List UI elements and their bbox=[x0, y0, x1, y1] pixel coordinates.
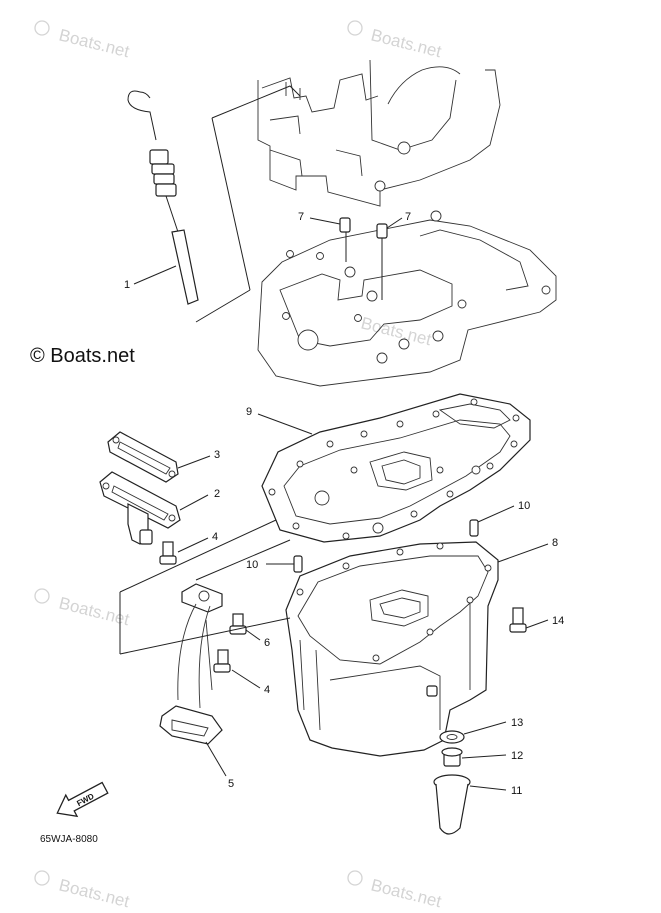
bolt-part bbox=[229, 613, 247, 635]
bolt-part bbox=[509, 607, 527, 633]
callout-12: 12 bbox=[511, 750, 523, 762]
callout-8: 8 bbox=[552, 537, 558, 549]
washer-part bbox=[439, 730, 465, 744]
mounting-plate-outline bbox=[257, 210, 557, 387]
drawing-code: 65WJA-8080 bbox=[40, 834, 98, 845]
watermark-text: Boats.net bbox=[57, 875, 132, 911]
callout-1: 1 bbox=[124, 279, 130, 291]
callout-5: 5 bbox=[228, 778, 234, 790]
watermark-text: Boats.net bbox=[57, 25, 132, 61]
callout-4-lower: 4 bbox=[264, 684, 270, 696]
drain-cap-part bbox=[433, 774, 471, 835]
callout-2: 2 bbox=[214, 488, 220, 500]
strainer-gasket-part bbox=[107, 431, 179, 483]
callout-4: 4 bbox=[212, 531, 218, 543]
dowel-pin-part bbox=[339, 217, 388, 239]
watermark-top-left: Boats.net bbox=[34, 20, 132, 61]
watermark-top-right: Boats.net bbox=[347, 20, 444, 61]
leader-lines bbox=[119, 217, 549, 791]
watermark-mid-left: Boats.net bbox=[34, 588, 132, 629]
fwd-arrow-icon: FWD bbox=[56, 781, 109, 818]
bolt-part bbox=[213, 649, 231, 673]
watermark-text: Boats.net bbox=[369, 875, 444, 911]
watermark-text: Boats.net bbox=[369, 25, 444, 61]
callout-14: 14 bbox=[552, 615, 564, 627]
callout-13: 13 bbox=[511, 717, 523, 729]
watermark-bottom-left: Boats.net bbox=[34, 870, 132, 911]
callout-labels: 1 2 3 4 4 5 6 7 7 8 9 10 10 11 12 13 14 bbox=[124, 211, 564, 797]
phantom-bracket-lines bbox=[195, 85, 383, 323]
oil-strainer-pipe-part bbox=[159, 583, 223, 745]
dipstick-part bbox=[127, 90, 199, 305]
callout-7-right: 7 bbox=[405, 211, 411, 223]
callout-3: 3 bbox=[214, 449, 220, 461]
callout-7-left: 7 bbox=[298, 211, 304, 223]
watermark-main-text: © Boats.net bbox=[30, 345, 135, 367]
strainer-flange-part bbox=[99, 471, 181, 545]
engine-block-outline bbox=[257, 59, 501, 207]
gasket-part bbox=[261, 393, 531, 543]
callout-11: 11 bbox=[511, 785, 522, 797]
callout-9: 9 bbox=[246, 406, 252, 418]
oil-pan-part bbox=[285, 541, 499, 757]
drain-plug-part bbox=[441, 747, 463, 767]
callout-6: 6 bbox=[264, 637, 270, 649]
callout-10-right: 10 bbox=[518, 500, 530, 512]
bolt-part bbox=[159, 541, 177, 565]
callout-10-left: 10 bbox=[246, 559, 258, 571]
watermark-bottom-right: Boats.net bbox=[347, 870, 444, 911]
